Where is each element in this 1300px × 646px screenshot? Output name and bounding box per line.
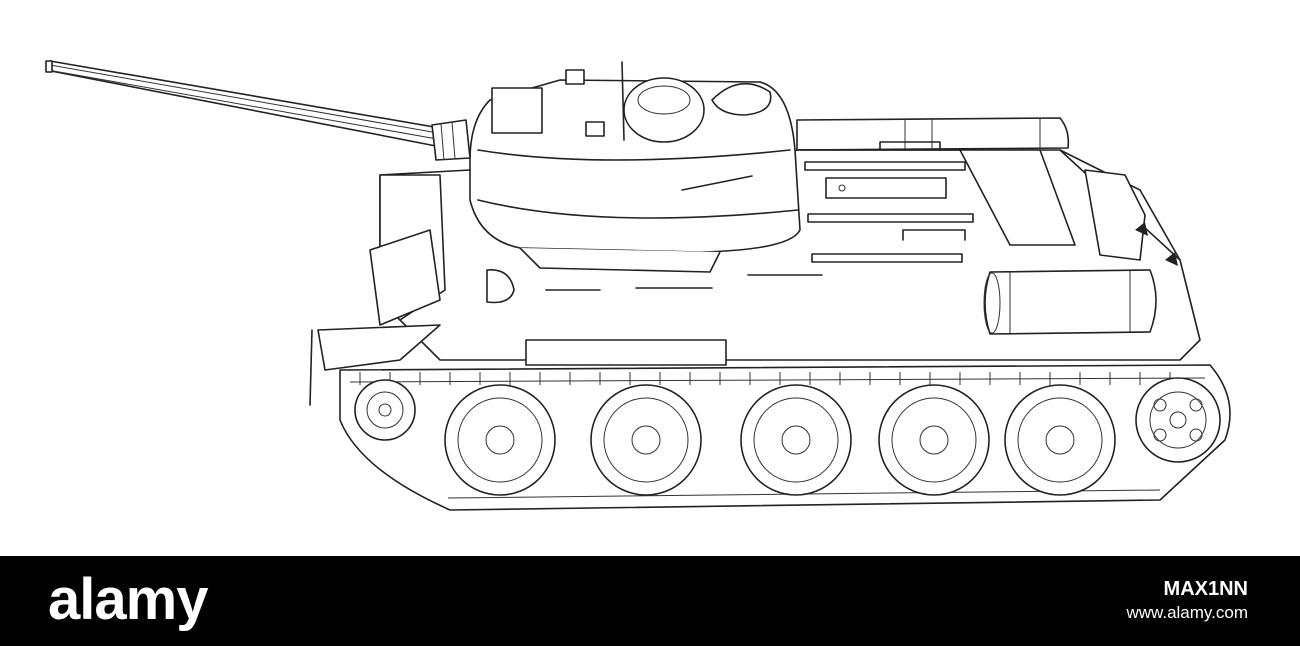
upper-fuel-drum [796, 117, 1070, 151]
road-wheel-2 [590, 384, 702, 496]
image-id-label: MAX1NN [1163, 578, 1248, 600]
gun-barrel [45, 60, 471, 161]
site-url-label: www.alamy.com [1126, 603, 1248, 622]
tank-line-drawing [45, 60, 1231, 511]
rear-exhaust [1084, 169, 1178, 266]
road-wheel-4 [878, 384, 990, 496]
turret [469, 61, 801, 273]
tank-illustration [45, 60, 1231, 511]
alamy-logo: alamy [48, 567, 208, 632]
road-wheel-5 [1004, 384, 1116, 496]
side-fuel-drum [983, 269, 1157, 335]
drive-sprocket-rear [1135, 377, 1221, 463]
road-wheel-1 [444, 384, 556, 496]
road-wheel-3 [740, 384, 852, 496]
drive-sprocket-front [354, 379, 416, 441]
track-assembly [339, 364, 1231, 511]
front-hull [309, 174, 727, 406]
watermark-banner: alamy MAX1NN www.alamy.com [0, 556, 1300, 646]
